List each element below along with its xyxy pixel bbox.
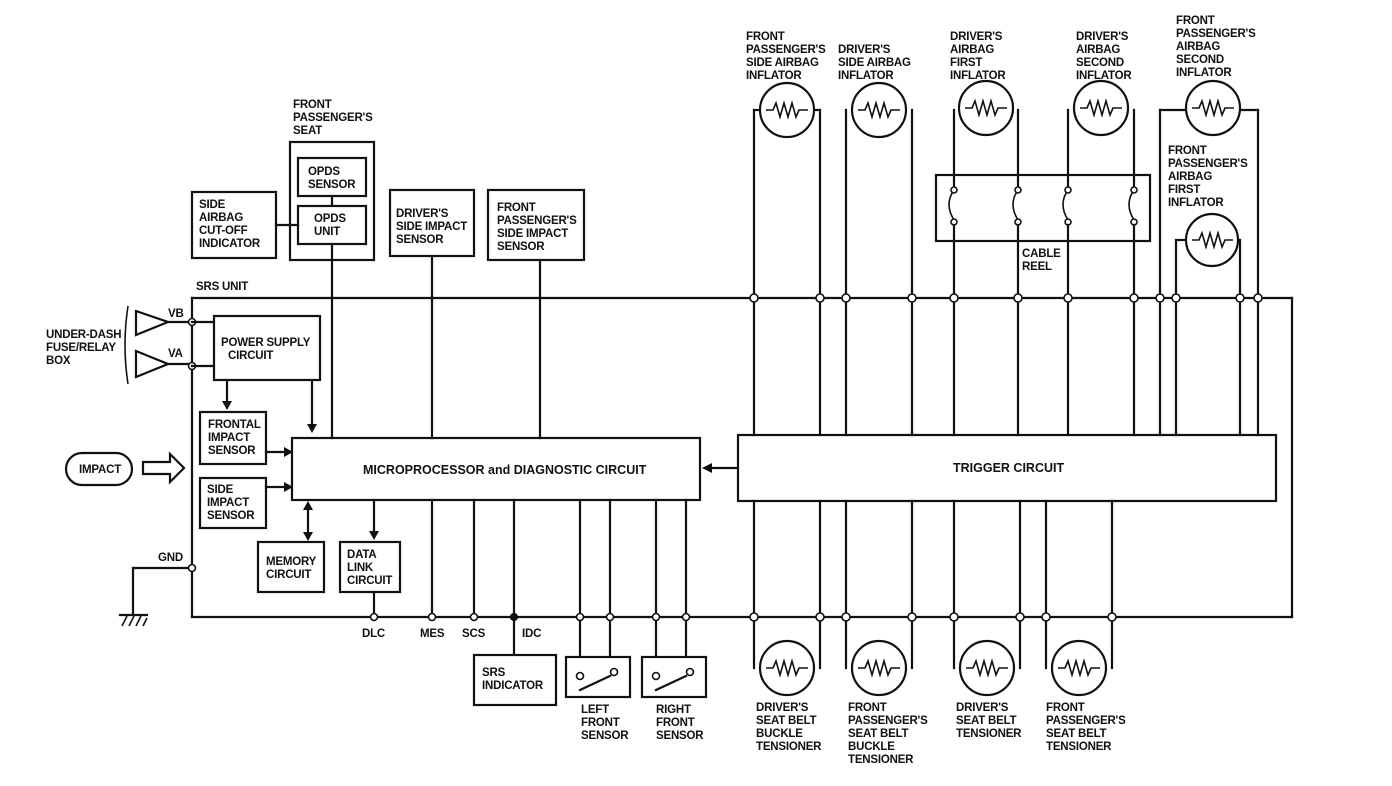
front-passenger-side-impact-sensor-label: FRONT PASSENGER'S SIDE IMPACT SENSOR [497, 202, 580, 253]
srs-indicator-box [472, 653, 558, 707]
fp-side-inflator-label: FRONT PASSENGER'S SIDE AIRBAG INFLATOR [746, 31, 829, 82]
scs-label: SCS [462, 628, 486, 640]
drv-side-inflator-label: DRIVER'S SIDE AIRBAG INFLATOR [838, 44, 914, 82]
side-impact-sensor-label: SIDE IMPACT SENSOR [207, 484, 255, 522]
front-passenger-side-impact-sensor-box [486, 188, 586, 262]
data-link-circuit-box [338, 540, 402, 594]
opds-sensor-label: OPDS SENSOR [308, 166, 356, 191]
drv-second-inflator-label: DRIVER'S AIRBAG SECOND INFLATOR [1076, 31, 1132, 82]
memory-circuit-box [256, 540, 326, 594]
drivers-side-impact-sensor-label: DRIVER'S SIDE IMPACT SENSOR [396, 208, 470, 246]
fp-first-inflator-label: FRONT PASSENGER'S AIRBAG FIRST INFLATOR [1168, 145, 1251, 209]
fp-buckle-tensioner-label: FRONT PASSENGER'S SEAT BELT BUCKLE TENSI… [848, 702, 931, 766]
impact-label: IMPACT [79, 464, 121, 476]
fp-second-inflator [1155, 79, 1263, 437]
trigger-circuit-box [736, 433, 1278, 503]
right-front-switch [651, 667, 695, 692]
opds-unit-box [296, 204, 368, 246]
fp-belt-tensioner-label: FRONT PASSENGER'S SEAT BELT TENSIONER [1046, 702, 1129, 753]
left-front-switch [575, 667, 619, 692]
fp-belt-tensioner [1041, 499, 1117, 697]
cable-reel-label: CABLE REEL [1022, 248, 1064, 273]
right-front-sensor-box [640, 655, 708, 699]
impact-box [64, 451, 134, 487]
srs-indicator-label: SRS INDICATOR [482, 667, 544, 692]
fp-second-inflator-label: FRONT PASSENGER'S AIRBAG SECOND INFLATOR [1176, 15, 1259, 79]
under-dash-label: UNDER-DASH FUSE/RELAY BOX [46, 329, 124, 367]
left-front-sensor-box [564, 655, 632, 699]
va-label: VA [168, 348, 183, 360]
drv-belt-tensioner-label: DRIVER'S SEAT BELT TENSIONER [956, 702, 1022, 740]
power-supply-box [212, 314, 322, 382]
right-front-sensor-label: RIGHT FRONT SENSOR [656, 704, 704, 742]
drv-belt-tensioner [949, 499, 1025, 697]
side-impact-sensor-box [198, 476, 268, 530]
fp-buckle-tensioner [841, 499, 917, 697]
fp-first-inflator [1171, 212, 1245, 437]
data-link-circuit-label: DATA LINK CIRCUIT [347, 549, 392, 587]
gnd-label: GND [158, 552, 183, 564]
idc-label: IDC [522, 628, 541, 640]
power-supply-label: POWER SUPPLY CIRCUIT [221, 337, 313, 362]
drv-buckle-tensioner [749, 499, 825, 697]
side-airbag-cutoff-box [190, 190, 278, 260]
drv-first-inflator-label: DRIVER'S AIRBAG FIRST INFLATOR [950, 31, 1006, 82]
microprocessor-box [290, 436, 702, 502]
microprocessor-label: MICROPROCESSOR and DIAGNOSTIC CIRCUIT [363, 463, 647, 477]
drv-side-inflator [841, 81, 917, 437]
fp-side-inflator [749, 81, 825, 437]
side-airbag-cutoff-label: SIDE AIRBAG CUT-OFF INDICATOR [199, 199, 261, 250]
cable-reel-box [934, 173, 1152, 243]
ground-connection [118, 563, 197, 627]
mes-label: MES [420, 628, 445, 640]
bottom-terminals [369, 498, 691, 659]
impact-arrow [141, 451, 186, 485]
drv-buckle-tensioner-label: DRIVER'S SEAT BELT BUCKLE TENSIONER [756, 702, 822, 753]
trigger-circuit-label: TRIGGER CIRCUIT [953, 461, 1064, 475]
dlc-label: DLC [362, 628, 385, 640]
drv-first-inflator [948, 79, 1023, 437]
memory-circuit-label: MEMORY CIRCUIT [266, 556, 319, 581]
frontal-impact-sensor-box [198, 410, 268, 466]
front-passenger-seat-label: FRONT PASSENGER'S SEAT [293, 99, 376, 137]
srs-unit-label: SRS UNIT [196, 281, 248, 293]
vb-label: VB [168, 308, 184, 320]
drv-second-inflator [1062, 79, 1139, 437]
left-front-sensor-label: LEFT FRONT SENSOR [581, 704, 629, 742]
fuse-box-connectors [124, 305, 216, 385]
opds-unit-label: OPDS UNIT [314, 213, 349, 238]
frontal-impact-sensor-label: FRONTAL IMPACT SENSOR [208, 419, 263, 457]
opds-sensor-box [296, 156, 368, 198]
